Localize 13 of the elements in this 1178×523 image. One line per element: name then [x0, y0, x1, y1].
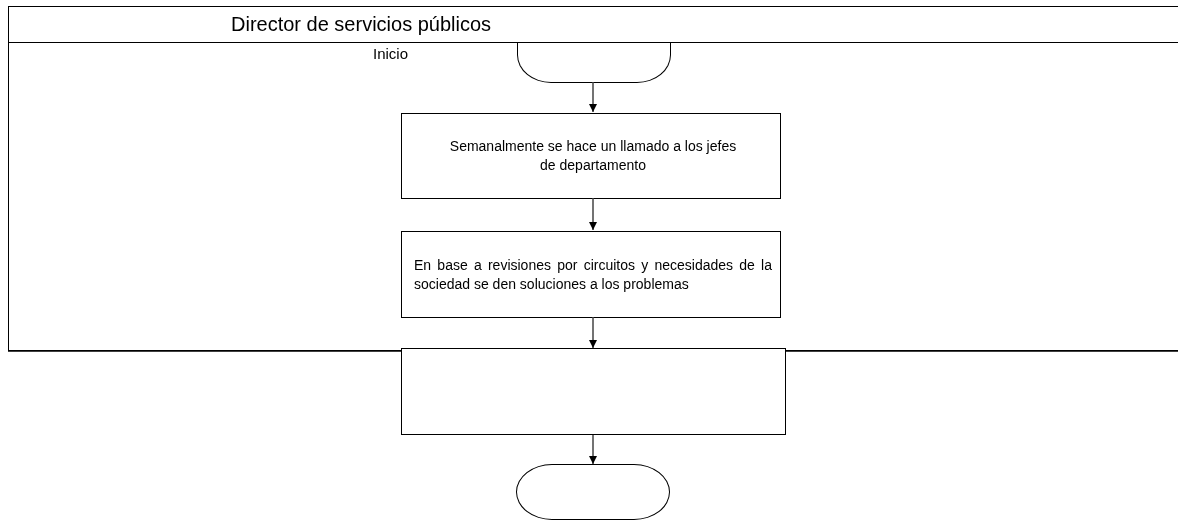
process-text: En base a revisiones por circuitos y necesidades de la sociedad se den soluciones a los problemas — [414, 255, 772, 294]
arrow — [589, 434, 597, 465]
arrow — [589, 316, 597, 349]
start-label: Inicio — [373, 45, 409, 62]
arrow — [589, 81, 597, 113]
empty-process-box — [401, 348, 786, 435]
terminator-shape — [517, 43, 671, 83]
process-box — [401, 113, 781, 199]
lane-title: Director de servicios públicos — [231, 13, 492, 36]
process-text: Semanalmente se hace un llamado a los jefes de departamento — [448, 137, 738, 175]
arrow — [589, 197, 597, 231]
process-box — [401, 231, 781, 318]
swimlane — [8, 6, 1178, 351]
